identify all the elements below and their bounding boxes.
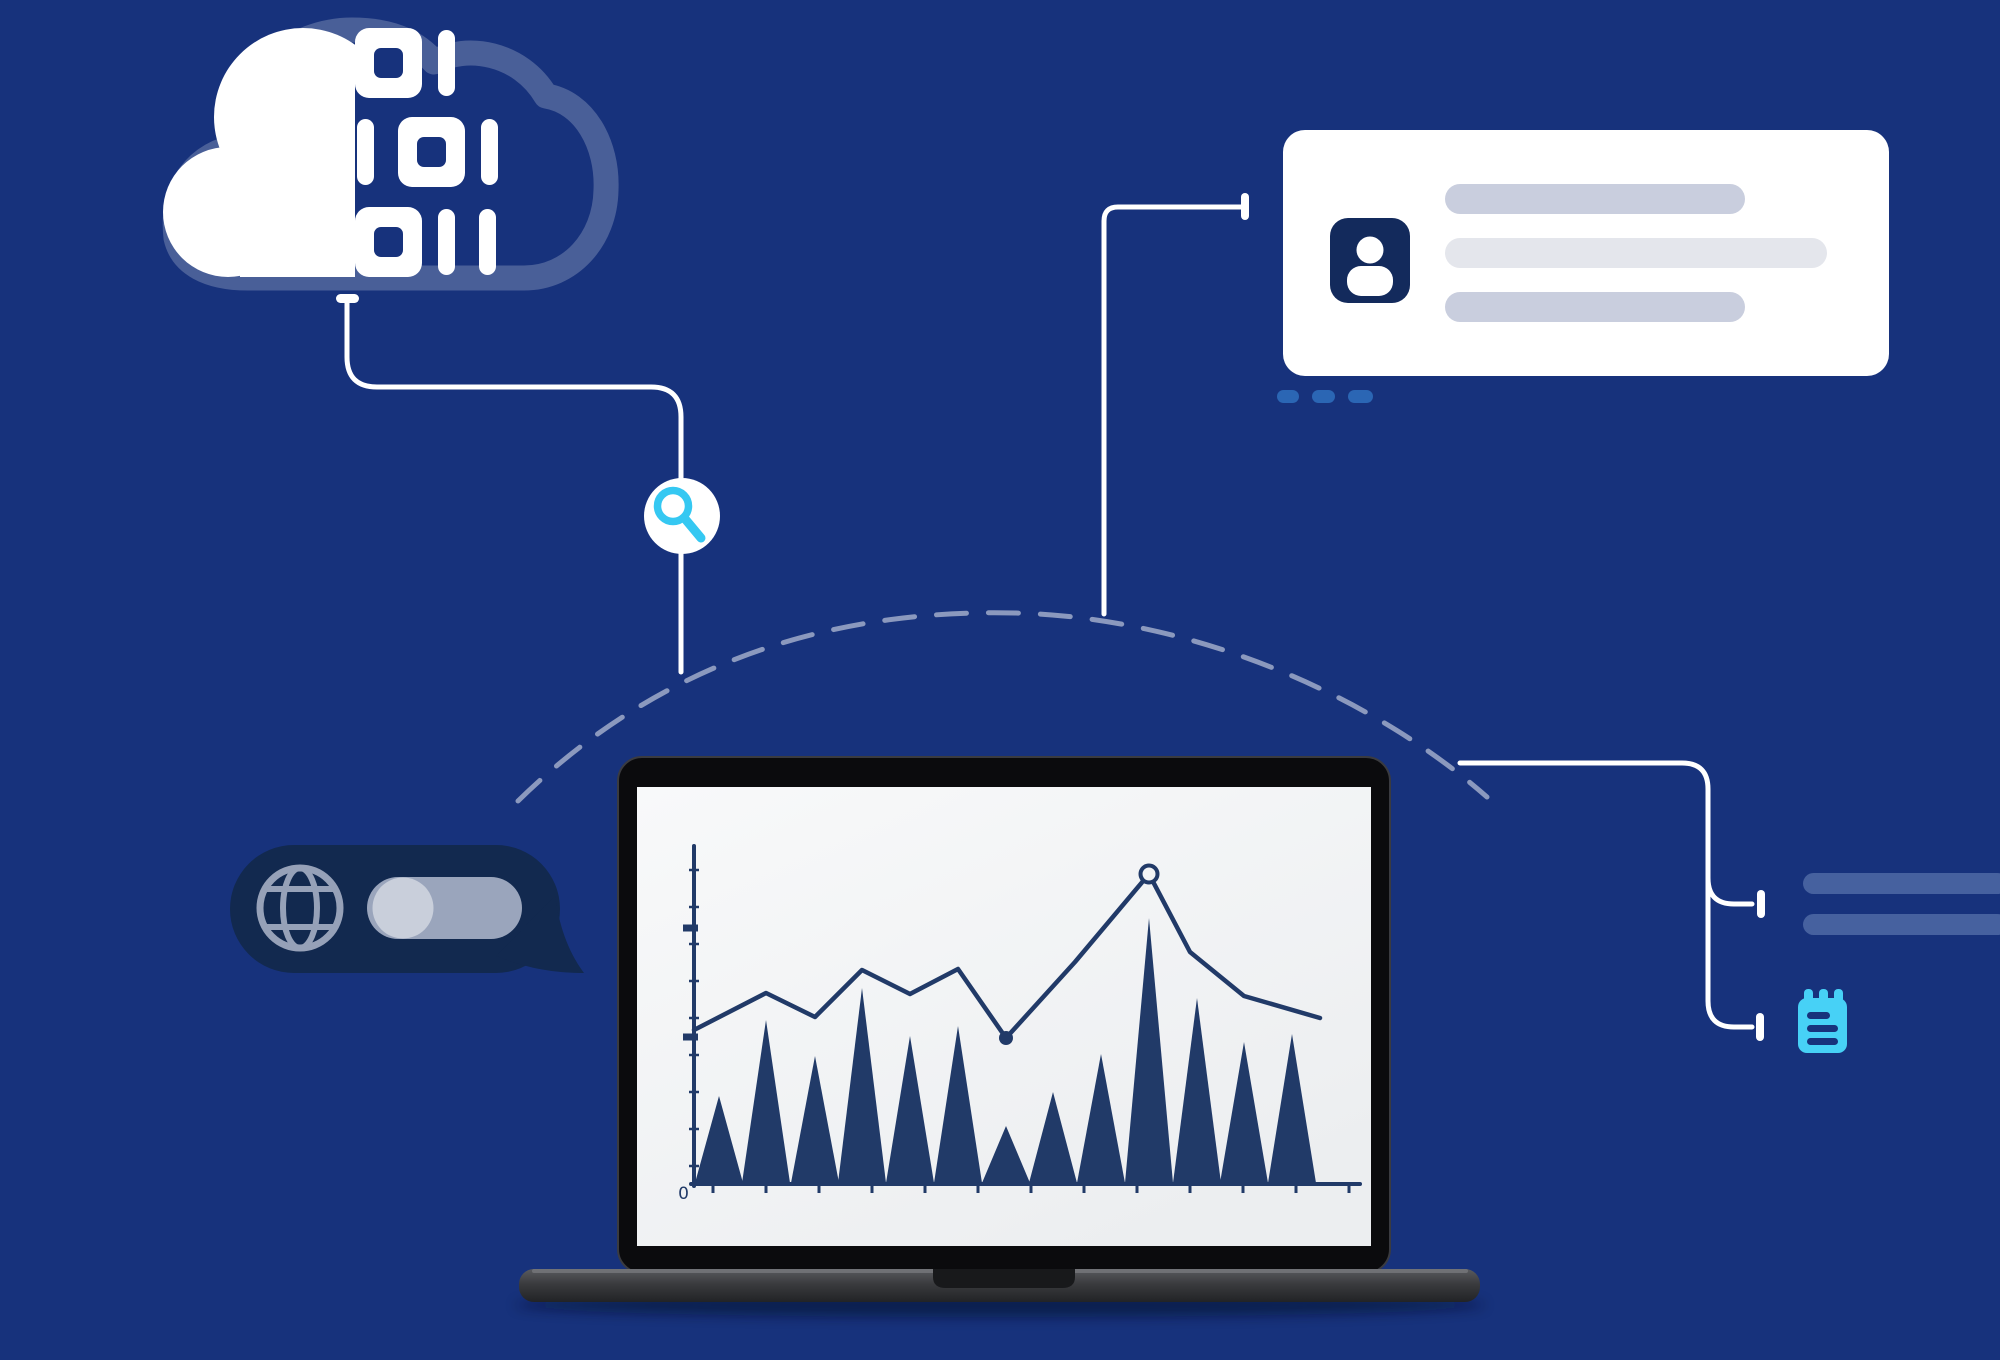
profile-card	[1277, 130, 1889, 403]
ellipsis-dashes	[1277, 390, 1373, 403]
globe-toggle-bubble	[230, 845, 584, 973]
placeholder-bar	[1803, 914, 2000, 935]
cloud-binary-group	[162, 17, 619, 291]
ellipsis-dash	[1312, 390, 1335, 403]
notepad-icon	[1798, 989, 1847, 1053]
laptop-notch	[933, 1269, 1075, 1288]
screen-chart	[683, 844, 1362, 1193]
person-icon	[1347, 236, 1393, 296]
globe-icon	[256, 864, 344, 952]
placeholder-bar	[1445, 238, 1827, 268]
toggle-switch[interactable]	[367, 877, 522, 939]
placeholder-bar	[1803, 873, 2000, 894]
connector-endpoint-tick	[1241, 193, 1249, 220]
connector-endpoint-tick	[1757, 890, 1765, 918]
search-node[interactable]	[644, 478, 720, 554]
dashed-arc-connector	[515, 610, 1490, 804]
cloud-solid-half	[163, 28, 355, 277]
laptop: 0	[515, 756, 1485, 1317]
placeholder-bar	[1445, 292, 1745, 322]
chart-origin-label: 0	[678, 1184, 689, 1204]
toggle-knob[interactable]	[372, 877, 434, 939]
notes-group	[1798, 873, 2000, 1053]
placeholder-bar	[1445, 184, 1745, 214]
connector-endpoint-tick	[336, 294, 359, 303]
connector-notes	[1457, 760, 1765, 1041]
connector-endpoint-tick	[1756, 1013, 1764, 1041]
binary-digits	[355, 28, 498, 277]
magnifier-icon	[653, 486, 706, 543]
ellipsis-dash	[1348, 390, 1373, 403]
connector-cloud-to-laptop	[336, 294, 684, 675]
connector-card	[1101, 193, 1249, 617]
ellipsis-dash	[1277, 390, 1299, 403]
bubble-tail	[496, 896, 584, 973]
